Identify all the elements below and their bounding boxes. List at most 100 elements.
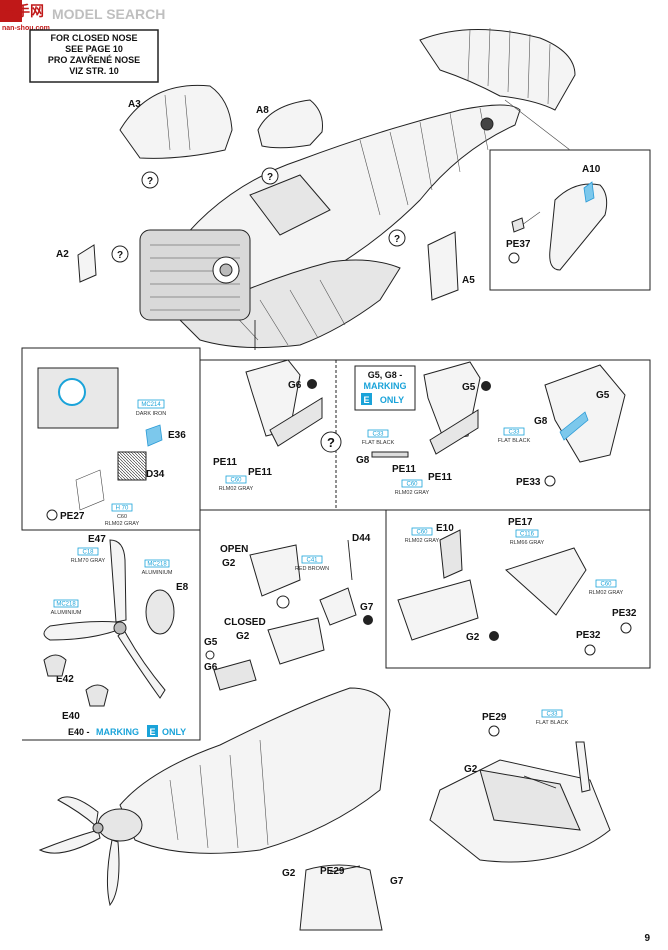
paint-mc218a: MC218 ALUMINIUM xyxy=(142,559,173,576)
watermark-logo-icon xyxy=(0,0,22,22)
svg-text:C33: C33 xyxy=(546,712,558,718)
svg-text:MC218: MC218 xyxy=(147,562,167,568)
svg-text:C60: C60 xyxy=(117,514,127,520)
inset-e36-d34: MC214 DARK IRON E36 D34 PE27 H 70 C60 RL… xyxy=(21,347,201,531)
paint-h70c: C60 RLM02 GRAY xyxy=(395,479,430,496)
propeller-panel: E47 E8 E42 E40 C18 RLM70 GRAY MC218 ALUM… xyxy=(22,529,201,741)
cross-icon xyxy=(489,631,499,641)
canopy-assembly: OPEN G2 C41 RED BROWN D44 G7 CLOSED G2 G… xyxy=(38,533,391,907)
main-fuselage-drawing xyxy=(139,27,576,350)
svg-text:MARKING: MARKING xyxy=(96,727,139,737)
svg-text:H 70: H 70 xyxy=(116,506,129,512)
label-e10: E10 xyxy=(436,523,454,534)
paint-h65: C18 RLM70 GRAY xyxy=(71,547,106,564)
paint-h70d: C60 RLM02 GRAY xyxy=(405,527,440,544)
page-number: 9 xyxy=(644,933,650,944)
label-g2-closed: G2 xyxy=(236,631,250,642)
label-a2: A2 xyxy=(56,249,69,260)
svg-text:MC214: MC214 xyxy=(141,402,161,408)
cockpit-detail: PE29 C33 FLAT BLACK G2 G2 PE29 G7 xyxy=(282,709,611,931)
cross-icon xyxy=(481,381,491,391)
label-g8b: G8 xyxy=(534,416,548,427)
svg-text:ALUMINIUM: ALUMINIUM xyxy=(142,570,173,576)
label-pe32a: PE32 xyxy=(612,608,637,619)
label-closed: CLOSED xyxy=(224,617,266,628)
note-line2: SEE PAGE 10 xyxy=(65,44,123,54)
part-a2: A2 xyxy=(56,244,97,283)
svg-text:C33: C33 xyxy=(372,432,384,438)
label-g5b: G5 xyxy=(596,390,610,401)
svg-text:C41: C41 xyxy=(306,558,318,564)
label-e36: E36 xyxy=(168,430,186,441)
paint-h47: C41 RED BROWN xyxy=(295,555,329,572)
question-icon xyxy=(261,167,279,185)
flip-icon xyxy=(584,644,596,656)
paint-c116: C116 RLM66 GRAY xyxy=(510,529,545,546)
paint-h12a: C33 FLAT BLACK xyxy=(362,429,395,446)
svg-text:RLM66 GRAY: RLM66 GRAY xyxy=(510,540,545,546)
e40-marking-bar: E40 - MARKING E ONLY xyxy=(66,724,196,738)
paint-h70b: C60 RLM02 GRAY xyxy=(219,475,254,492)
svg-text:RLM02 GRAY: RLM02 GRAY xyxy=(395,490,430,496)
label-g7: G7 xyxy=(360,602,374,613)
svg-text:?: ? xyxy=(147,176,153,187)
note-line3: PRO ZAVŘENÉ NOSE xyxy=(48,54,140,65)
label-a3: A3 xyxy=(128,99,141,110)
label-pe17: PE17 xyxy=(508,517,533,528)
svg-text:RLM02 GRAY: RLM02 GRAY xyxy=(105,521,140,527)
label-pe29b: PE29 xyxy=(320,866,345,877)
label-e8: E8 xyxy=(176,582,189,593)
label-d44: D44 xyxy=(352,533,371,544)
part-a5: A5 xyxy=(427,231,475,301)
svg-text:E: E xyxy=(149,727,155,737)
svg-text:RLM70 GRAY: RLM70 GRAY xyxy=(71,558,106,564)
question-icon xyxy=(205,650,215,660)
flip-icon xyxy=(508,252,520,264)
g5-g8-marking-box: G5, G8 - MARKING E ONLY xyxy=(354,365,416,411)
svg-text:FLAT BLACK: FLAT BLACK xyxy=(536,720,569,726)
flip-icon xyxy=(544,475,556,487)
label-g5c: G5 xyxy=(204,637,218,648)
svg-text:RLM02 GRAY: RLM02 GRAY xyxy=(589,590,624,596)
inset-a10: A10 PE37 xyxy=(489,99,651,291)
label-g5: G5 xyxy=(462,382,476,393)
label-g6c: G6 xyxy=(204,662,218,673)
paint-h70a: H 70 C60 RLM02 GRAY xyxy=(105,503,140,527)
svg-text:MC218: MC218 xyxy=(56,602,76,608)
svg-text:FLAT BLACK: FLAT BLACK xyxy=(362,440,395,446)
flip-icon xyxy=(620,622,632,634)
svg-text:C18: C18 xyxy=(82,550,94,556)
part-a3: A3 xyxy=(119,84,233,159)
cross-icon xyxy=(363,615,373,625)
part-a8: A8 xyxy=(256,99,323,149)
paint-h70e: C60 RLM02 GRAY xyxy=(589,579,624,596)
svg-text:ONLY: ONLY xyxy=(162,727,186,737)
svg-text:E40 -: E40 - xyxy=(68,727,90,737)
watermark-search: MODEL SEARCH xyxy=(52,6,165,22)
question-marks: ? ? ? ? xyxy=(111,167,406,263)
svg-text:C60: C60 xyxy=(406,482,418,488)
watermark-cn: 高手网 xyxy=(2,3,44,19)
flip-icon xyxy=(46,509,58,521)
label-pe11c: PE11 xyxy=(392,464,416,475)
svg-text:?: ? xyxy=(394,234,400,245)
svg-text:C60: C60 xyxy=(230,478,242,484)
label-pe27: PE27 xyxy=(60,511,85,522)
label-g2e: G2 xyxy=(466,632,480,643)
svg-text:MARKING: MARKING xyxy=(364,381,407,391)
svg-text:RLM02 GRAY: RLM02 GRAY xyxy=(405,538,440,544)
svg-text:?: ? xyxy=(117,250,123,261)
svg-text:ONLY: ONLY xyxy=(380,395,404,405)
svg-text:C33: C33 xyxy=(508,430,520,436)
paint-mc214: MC214 DARK IRON xyxy=(136,399,166,417)
svg-text:FLAT BLACK: FLAT BLACK xyxy=(498,438,531,444)
label-g7b: G7 xyxy=(390,876,404,887)
note-line4: VIZ STR. 10 xyxy=(69,66,119,76)
watermark: 高手网 MODEL SEARCH nan-shou.com xyxy=(0,0,165,32)
svg-text:RED BROWN: RED BROWN xyxy=(295,566,329,572)
label-pe33: PE33 xyxy=(516,477,541,488)
label-pe11d: PE11 xyxy=(428,472,452,483)
watermark-url: nan-shou.com xyxy=(2,25,50,32)
question-icon xyxy=(320,431,342,453)
svg-text:C60: C60 xyxy=(600,582,612,588)
